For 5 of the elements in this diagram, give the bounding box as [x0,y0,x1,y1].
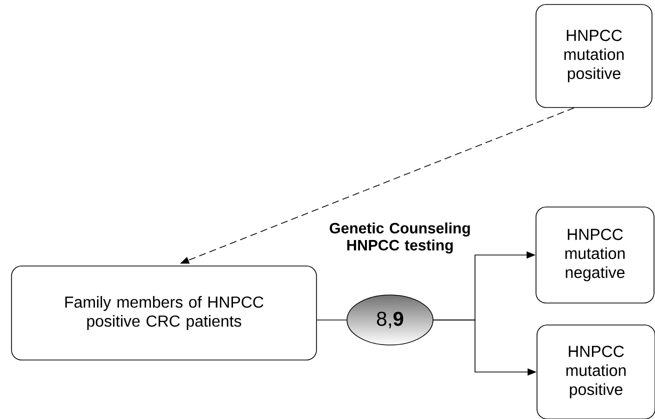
process-box: HNPCC mutation negative [536,206,654,304]
process-box: Family members of HNPCC positive CRC patients [11,266,317,360]
process-box: HNPCC mutation positive [536,324,655,419]
process-box: HNPCC mutation positive [536,4,652,108]
step-label: Genetic Counseling HNPCC testing [330,222,470,254]
